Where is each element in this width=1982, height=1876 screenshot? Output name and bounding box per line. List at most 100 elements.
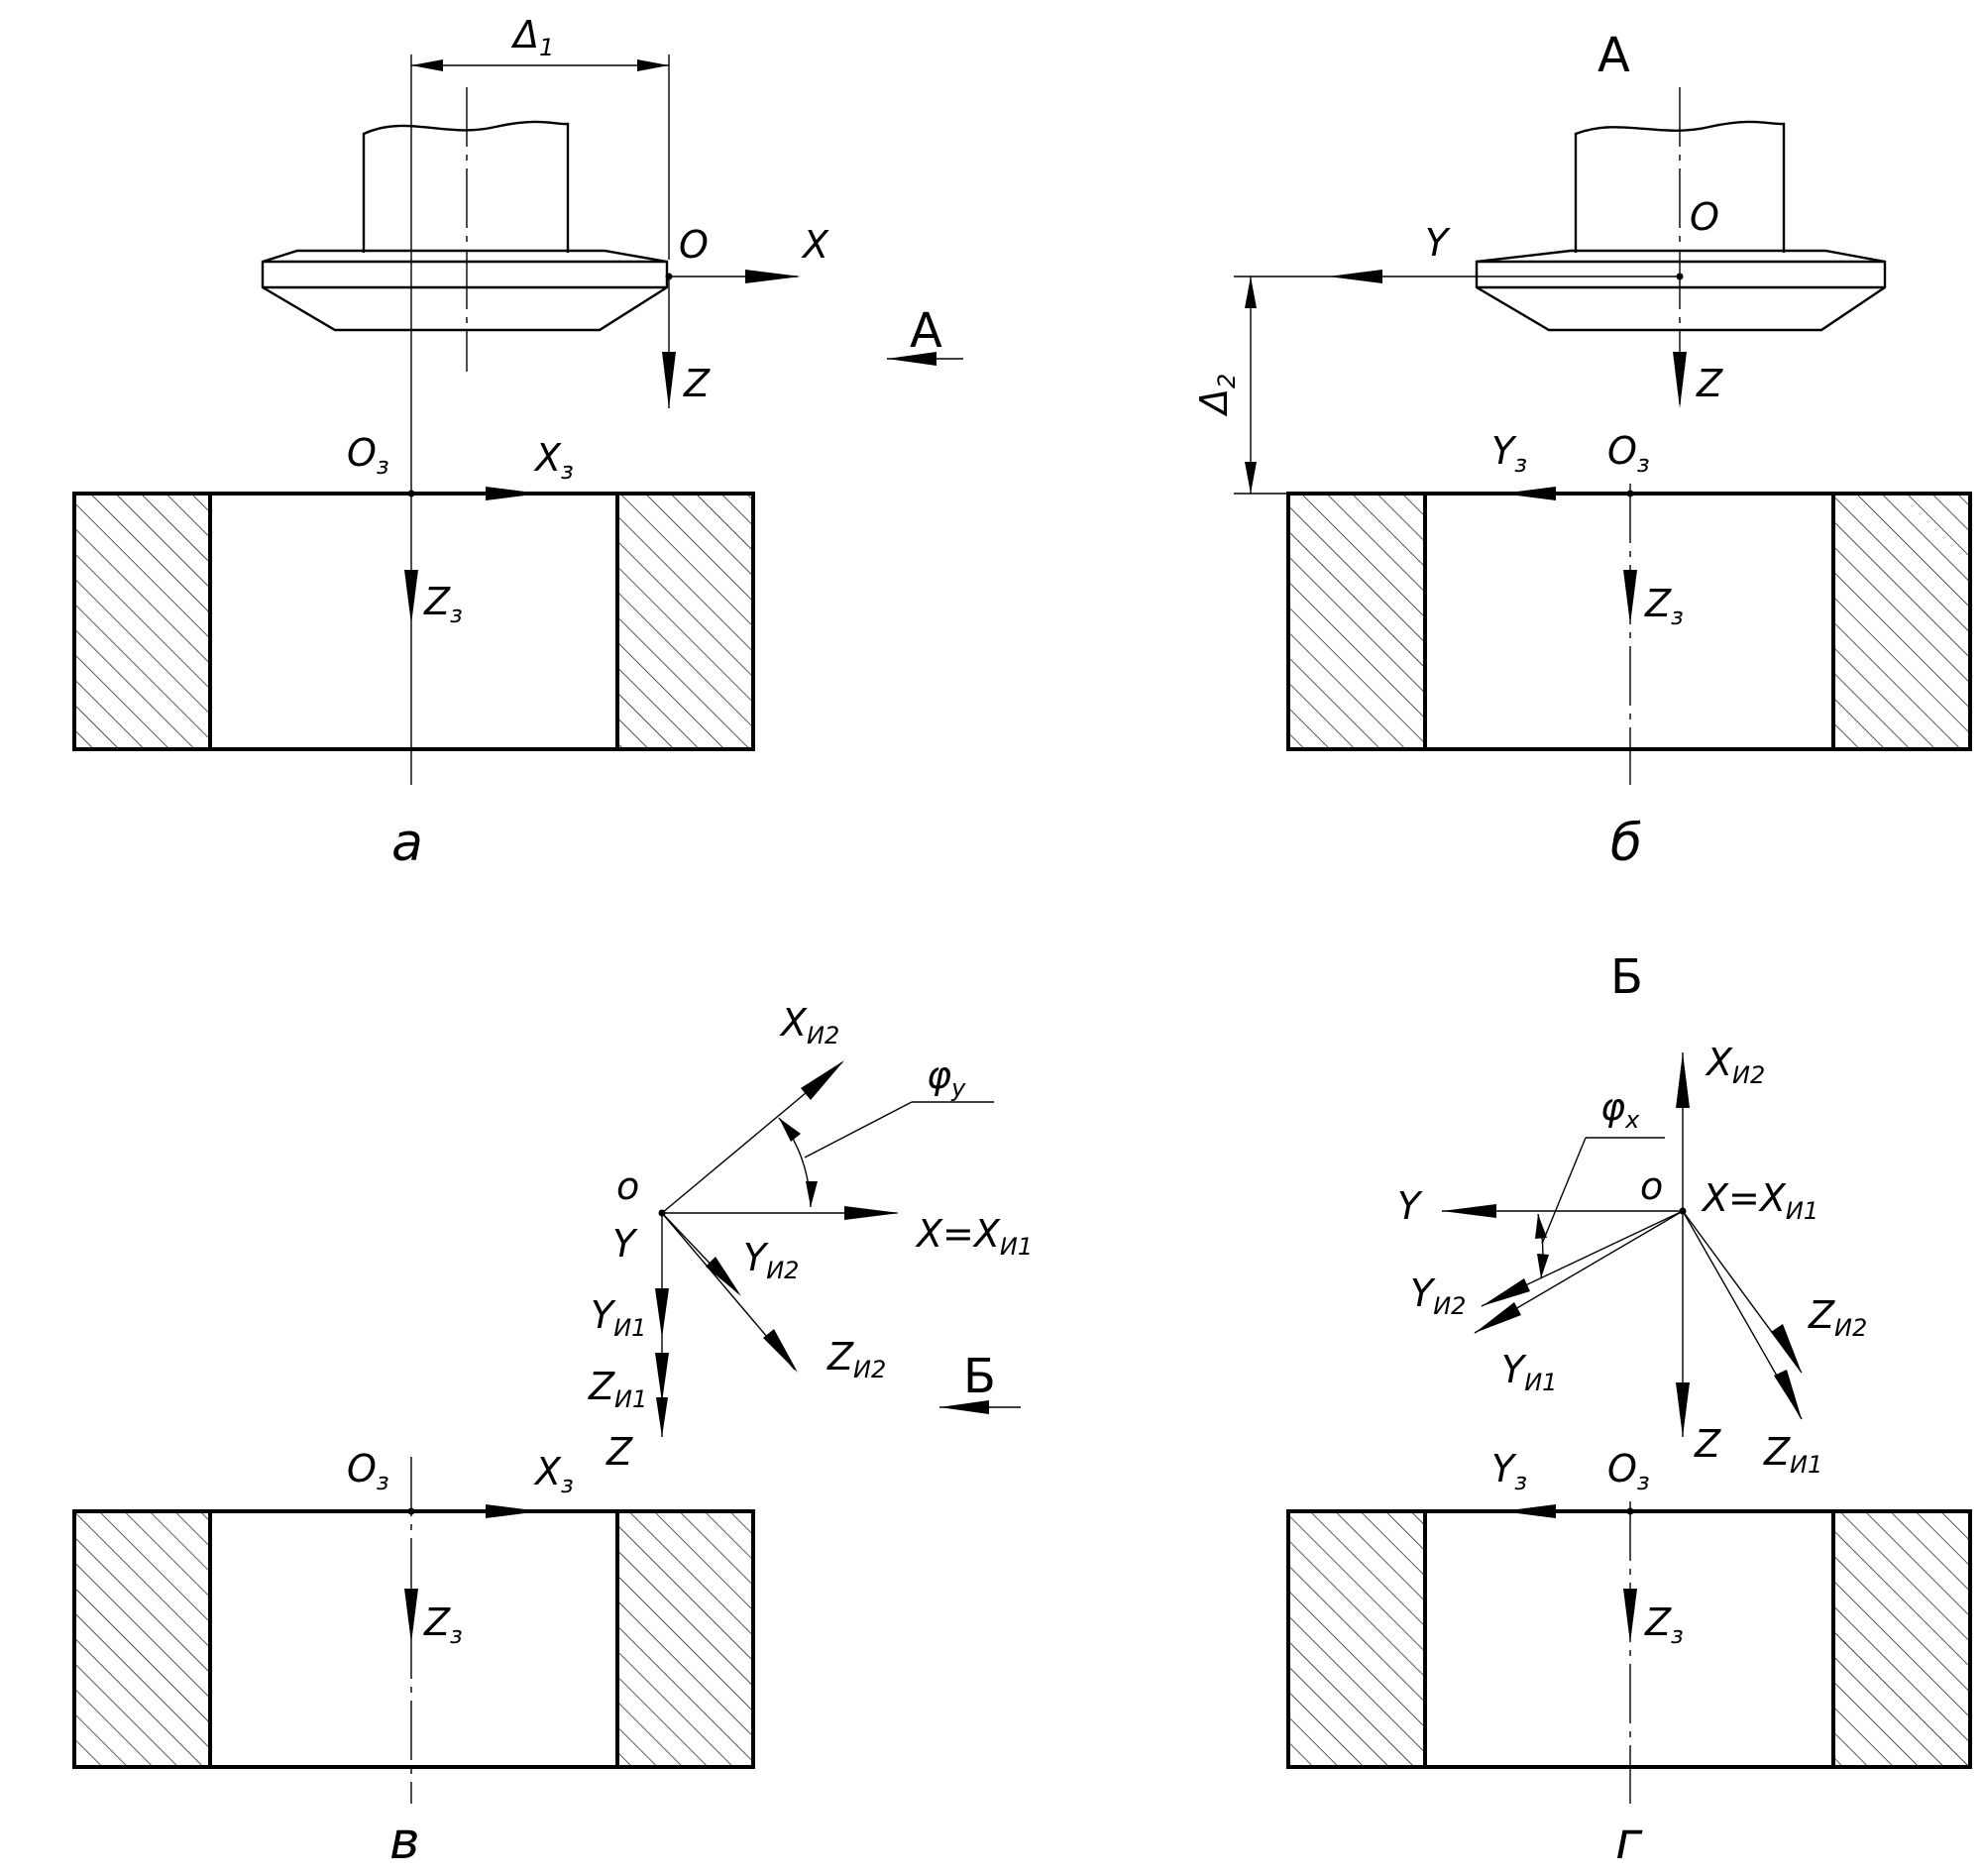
workpiece-hatch-left: [74, 1511, 210, 1767]
yi2-arrowhead: [1482, 1278, 1530, 1306]
z-axis-arrowhead: [1673, 352, 1687, 408]
spindle-shank: [362, 120, 570, 253]
panel-g-caption: г: [1615, 1812, 1643, 1871]
panel-b-caption: б: [1610, 814, 1642, 873]
workpiece-hatch-right: [1833, 1511, 1970, 1767]
view-b-title: Б: [1610, 949, 1643, 1005]
dimension-arrow-bottom: [1245, 462, 1257, 494]
dimension-arrow-left: [411, 59, 443, 71]
panel-g: Б o XИ2 Z X=XИ1 Y YИ2 YИ1 φx ZИ2 Z: [1286, 949, 1972, 1871]
workpiece-z-label: Zз: [423, 1600, 463, 1649]
workpiece-z-arrowhead: [404, 570, 418, 624]
workpiece-y-label: Yз: [1491, 429, 1527, 478]
panel-b: А O Y Z Δ2 Yз Oз Zз б: [1192, 28, 1972, 873]
z-arrowhead: [656, 1397, 668, 1437]
x-axis-label: X: [801, 223, 829, 267]
origin-o-label: o: [1640, 1164, 1663, 1208]
yi1-arrowhead: [655, 1288, 669, 1338]
workpiece-x-arrowhead: [486, 1504, 540, 1518]
z-arrowhead: [1676, 1382, 1690, 1437]
panel-v: o Y X=XИ1 XИ2 φy YИ2 ZИ2 YИ1 ZИ1 Z Б: [72, 1001, 1033, 1871]
workpiece-x-label: Xз: [533, 436, 574, 485]
phi-x-leader: [1541, 1137, 1587, 1245]
zi2-arrowhead: [763, 1329, 798, 1373]
workpiece-z-arrowhead: [1623, 570, 1637, 624]
workpiece-hatch-left: [1288, 1511, 1425, 1767]
phi-y-label: φy: [927, 1053, 966, 1102]
x-xi1-label: X=XИ1: [915, 1212, 1033, 1261]
panel-a: Δ1 O X Z А Oз Xз Zз а: [72, 13, 963, 873]
xi2-arrowhead: [1676, 1052, 1690, 1108]
workpiece-hatch-right: [1833, 494, 1970, 749]
y-axis-label: Y: [612, 1222, 638, 1266]
workpiece-x-arrowhead: [486, 487, 540, 500]
workpiece-z-label: Zз: [423, 580, 463, 628]
z-axis-label: Z: [606, 1430, 633, 1474]
workpiece-origin-label: Oз: [1607, 1447, 1650, 1495]
z-axis-label: Z: [1694, 1422, 1721, 1466]
workpiece-z-label: Zз: [1644, 582, 1684, 630]
view-b-arrowhead: [939, 1400, 989, 1414]
workpiece-y-arrowhead: [1501, 487, 1556, 500]
yi1-arrowhead: [1475, 1302, 1521, 1333]
origin-o-label: O: [679, 223, 709, 267]
zi2-label: ZИ2: [826, 1335, 886, 1383]
yi2-label: YИ2: [1410, 1271, 1466, 1320]
yi2-label: YИ2: [743, 1236, 799, 1284]
phi-x-arrow-bottom: [1537, 1254, 1549, 1278]
z-axis-label: Z: [1696, 362, 1723, 405]
workpiece-z-arrowhead: [1623, 1589, 1637, 1643]
phi-y-leader: [804, 1101, 913, 1159]
workpiece-origin-label: Oз: [347, 1447, 389, 1495]
z-axis-label: Z: [683, 362, 711, 405]
workpiece-origin-label: Oз: [347, 431, 389, 480]
panel-a-caption: а: [391, 814, 423, 873]
spindle-shank: [1574, 120, 1786, 253]
yi1-label: YИ1: [591, 1293, 646, 1342]
phi-x-arrow-top: [1535, 1214, 1547, 1239]
y-arrowhead: [1442, 1204, 1496, 1218]
workpiece-z-arrowhead: [404, 1589, 418, 1643]
dimension-arrow-top: [1245, 276, 1257, 308]
xi2-label: XИ2: [779, 1001, 839, 1049]
xi2-label: XИ2: [1705, 1041, 1765, 1089]
view-a-label: А: [910, 303, 942, 359]
phi-y-arrow-bottom: [806, 1181, 818, 1207]
workpiece-hatch-left: [74, 494, 210, 749]
phi-y-arrow-top: [779, 1118, 801, 1142]
panel-v-caption: в: [389, 1812, 420, 1871]
yi2-arrowhead: [706, 1257, 741, 1296]
workpiece-z-label: Zз: [1644, 1600, 1684, 1649]
zi1-label: ZИ1: [1763, 1430, 1822, 1479]
cutter-disk: [261, 249, 669, 332]
y-axis-label: Y: [1425, 221, 1451, 265]
delta2-label: Δ2: [1192, 374, 1241, 417]
workpiece-y-label: Yз: [1491, 1447, 1527, 1495]
zi2-arrowhead: [1771, 1324, 1802, 1373]
x-axis-arrowhead: [745, 270, 801, 283]
dimension-arrow-right: [637, 59, 669, 71]
yi1-label: YИ1: [1501, 1348, 1557, 1396]
y-axis-label: Y: [1397, 1184, 1423, 1228]
zi1-arrowhead: [1774, 1370, 1802, 1419]
view-a-arrowhead: [887, 352, 936, 366]
x-axis-arrowhead: [844, 1206, 900, 1220]
xi2-arrowhead: [801, 1060, 844, 1100]
y-axis-arrowhead: [1328, 270, 1382, 283]
view-b-label: Б: [963, 1349, 996, 1404]
view-a-title: А: [1597, 28, 1630, 83]
delta1-label: Δ1: [510, 13, 554, 61]
phi-x-label: φx: [1600, 1085, 1640, 1134]
workpiece-y-arrowhead: [1501, 1504, 1556, 1518]
z-axis-arrowhead: [662, 352, 676, 408]
origin-o-label: O: [1690, 195, 1719, 239]
workpiece-origin-label: Oз: [1607, 429, 1650, 478]
zi1-arrowhead: [655, 1353, 669, 1402]
zi2-label: ZИ2: [1808, 1293, 1867, 1342]
workpiece-x-label: Xз: [533, 1450, 574, 1498]
origin-o-label: o: [616, 1164, 639, 1208]
zi1-label: ZИ1: [588, 1365, 647, 1413]
x-xi1-label: X=XИ1: [1701, 1176, 1818, 1225]
workpiece-hatch-right: [617, 1511, 753, 1767]
